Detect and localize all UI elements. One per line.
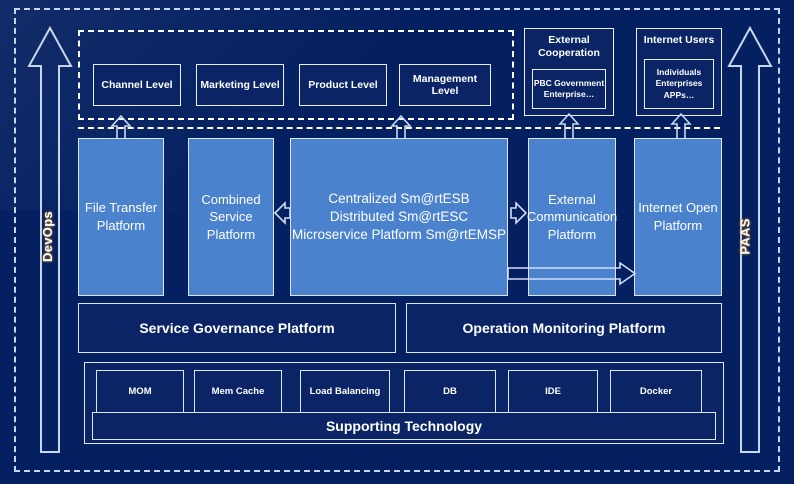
platform-esb-esc-emsp-label: Centralized Sm@rtESB Distributed Sm@rtES… <box>292 190 506 243</box>
operation-monitoring-platform[interactable]: Operation Monitoring Platform <box>406 303 722 353</box>
left-connector-arrow <box>273 200 291 231</box>
internet-users-card[interactable]: Internet Users Individuals Enterprises A… <box>636 28 722 116</box>
arrow-right-icon <box>510 201 528 225</box>
platform-combined-service-label: Combined Service Platform <box>201 191 261 242</box>
external-cooperation-inner: PBC Government Enterprise… <box>532 69 606 109</box>
internet-users-inner: Individuals Enterprises APPs… <box>644 59 714 109</box>
right-connector-arrow <box>510 200 528 231</box>
arrow-right-icon <box>507 261 637 286</box>
level-box-channel[interactable]: Channel Level <box>93 64 181 106</box>
tech-box-mom[interactable]: MOM <box>96 370 184 414</box>
up-arrow-icon <box>27 25 73 453</box>
level-box-management[interactable]: Management Level <box>399 64 491 106</box>
platform-external-communication[interactable]: External Communication Platform <box>526 138 618 296</box>
arrow-left-icon <box>273 201 291 225</box>
tech-box-ide[interactable]: IDE <box>508 370 598 414</box>
paas-label: PAAS <box>737 218 753 255</box>
service-governance-platform[interactable]: Service Governance Platform <box>78 303 396 353</box>
service-governance-platform-label: Service Governance Platform <box>139 320 335 336</box>
paas-arrow: PAAS <box>726 24 774 456</box>
devops-arrow: DevOps <box>26 24 74 456</box>
platform-external-communication-label: External Communication Platform <box>526 191 618 242</box>
external-cooperation-card[interactable]: External Cooperation PBC Government Ente… <box>524 28 614 116</box>
up-arrow-icon <box>558 112 580 141</box>
business-levels-container <box>78 30 514 120</box>
operation-monitoring-platform-label: Operation Monitoring Platform <box>462 320 666 336</box>
level-box-marketing[interactable]: Marketing Level <box>196 64 284 106</box>
tech-box-load-balancing[interactable]: Load Balancing <box>300 370 390 414</box>
platform-esb-esc-emsp[interactable]: Centralized Sm@rtESB Distributed Sm@rtES… <box>290 138 508 296</box>
platform-file-transfer[interactable]: File Transfer Platform <box>78 138 164 296</box>
platform-internet-open[interactable]: Internet Open Platform <box>634 138 722 296</box>
level-separator-line <box>78 127 720 129</box>
up-arrow-icon <box>670 112 692 141</box>
tech-box-db[interactable]: DB <box>404 370 496 414</box>
platform-combined-service[interactable]: Combined Service Platform <box>188 138 274 296</box>
outer-dashed-boundary <box>14 8 780 472</box>
internet-users-title: Internet Users <box>643 34 715 46</box>
supporting-technology-bar[interactable]: Supporting Technology <box>92 412 716 440</box>
up-arrow-icon <box>727 25 773 453</box>
tech-box-mem-cache[interactable]: Mem Cache <box>194 370 282 414</box>
platform-internet-open-label: Internet Open Platform <box>638 200 718 233</box>
tech-box-docker[interactable]: Docker <box>610 370 702 414</box>
center-to-internet-open-arrow <box>507 261 637 295</box>
devops-label: DevOps <box>39 211 55 262</box>
supporting-technology-label: Supporting Technology <box>325 418 483 434</box>
platform-file-transfer-label: File Transfer Platform <box>84 200 158 233</box>
external-cooperation-title: External Cooperation <box>538 34 600 60</box>
level-box-product[interactable]: Product Level <box>299 64 387 106</box>
